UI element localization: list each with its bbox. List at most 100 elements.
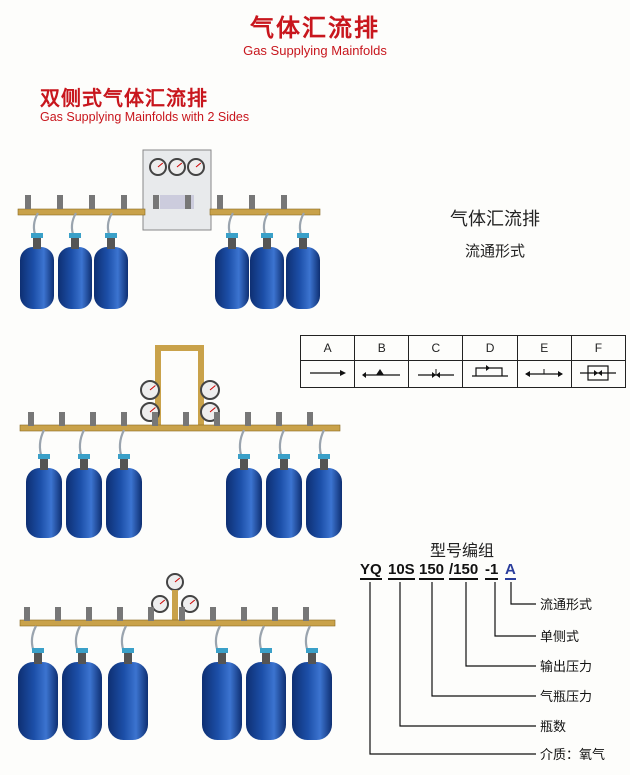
flex-hose [238, 429, 245, 459]
gauge-needle [149, 407, 156, 413]
valve-cap [216, 648, 228, 653]
manifold-valve [86, 607, 92, 621]
manifold-valve [307, 412, 313, 426]
valve-cap [226, 233, 238, 238]
gauge-needle [189, 599, 196, 605]
label-cylinder-pressure: 气瓶压力 [540, 690, 593, 705]
cylinder-valve [299, 237, 307, 249]
code-a: A [505, 561, 516, 580]
label-medium-oxygen: 介质：氧气 [540, 748, 606, 763]
valve-cap [278, 454, 290, 459]
cylinder-valve [263, 237, 271, 249]
gas-cylinder [62, 662, 102, 740]
flex-hose [78, 429, 85, 459]
cylinder-valve [80, 458, 88, 470]
manifold-valve [121, 195, 127, 209]
gauge-needle [174, 577, 181, 583]
cylinder-valve [218, 652, 226, 664]
valve-cap [31, 233, 43, 238]
valve-cap [238, 454, 250, 459]
flow-type-heading: 气体汇流排 [450, 209, 540, 230]
gas-cylinder [246, 662, 286, 740]
valve-cap [32, 648, 44, 653]
cylinder-valve [71, 237, 79, 249]
section-subtitle: Gas Supplying Mainfolds with 2 Sides [40, 110, 250, 124]
cylinder-valve [40, 458, 48, 470]
valve-cap [261, 233, 273, 238]
brass-riser-pipe [172, 590, 178, 620]
regulator-arrow-icon [361, 368, 400, 378]
manifold-valve [272, 607, 278, 621]
manifold-valve [152, 412, 158, 426]
gas-cylinder [286, 247, 320, 309]
brass-manifold-pipe [19, 424, 341, 432]
gas-cylinder [18, 662, 58, 740]
bidirectional-arrow-icon [525, 368, 564, 377]
gas-cylinder [292, 662, 332, 740]
page-title: 气体汇流排 [250, 14, 380, 42]
manifold-valve [25, 195, 31, 209]
valve-cap [118, 454, 130, 459]
valve-arrow-icon [417, 368, 454, 378]
valve-cap [260, 648, 272, 653]
manifold-valve [55, 607, 61, 621]
valve-cap [38, 454, 50, 459]
flex-hose [318, 429, 325, 459]
gas-cylinder [306, 468, 342, 538]
cylinder-valve [228, 237, 236, 249]
manifold-valve [185, 195, 191, 209]
flow-symbol-b [354, 360, 410, 388]
valve-cap [78, 454, 90, 459]
code-1: -1 [485, 561, 499, 580]
brass-manifold-pipe [19, 619, 336, 627]
label-cylinder-count: 瓶数 [540, 720, 567, 735]
label-single-side: 单侧式 [540, 630, 580, 645]
cylinder-valve [240, 458, 248, 470]
manifold-valve [249, 195, 255, 209]
section-title: 双侧式气体汇流排 [40, 86, 208, 110]
gas-cylinder [26, 468, 62, 538]
page-subtitle: Gas Supplying Mainfolds [243, 43, 387, 58]
gas-cylinder [58, 247, 92, 309]
manifold-photo-3 [18, 573, 336, 740]
manifold-valve [148, 607, 154, 621]
flow-type-table: A B C D E F [299, 335, 627, 388]
flow-col-e: E [516, 335, 572, 361]
valve-cap [122, 648, 134, 653]
manifold-valve [59, 412, 65, 426]
valve-cap [69, 233, 81, 238]
manifold-valve [90, 412, 96, 426]
code-slash-150: /150 [449, 561, 479, 580]
gauge-needle [209, 407, 216, 413]
manifold-photo-2 [19, 345, 342, 538]
cylinder-valve [320, 458, 328, 470]
straight-arrow-icon [309, 369, 346, 376]
bypass-arrow-icon [472, 364, 509, 377]
valve-cap [297, 233, 309, 238]
flow-col-a: A [299, 335, 356, 361]
label-output-pressure: 输出压力 [540, 660, 593, 675]
cylinder-valve [124, 652, 132, 664]
cylinder-valve [78, 652, 86, 664]
model-code-title: 型号编组 [430, 541, 495, 560]
manifold-valve [28, 412, 34, 426]
flex-hose [38, 429, 45, 459]
manifold-valve [183, 412, 189, 426]
cylinder-valve [120, 458, 128, 470]
flow-symbol-c [408, 360, 464, 388]
manifold-valve [179, 607, 185, 621]
manifold-photo-1 [17, 149, 321, 309]
cylinder-valve [34, 652, 42, 664]
manifold-valve [276, 412, 282, 426]
label-flow-type: 流通形式 [540, 598, 593, 613]
flow-col-b: B [354, 335, 410, 361]
brass-manifold-pipe [209, 208, 321, 216]
dual-valve-arrow-icon [580, 364, 617, 381]
flow-col-f: F [570, 335, 627, 361]
flow-symbol-e [516, 360, 572, 388]
manifold-valve [89, 195, 95, 209]
valve-cap [306, 648, 318, 653]
model-code-leader-lines [369, 582, 536, 755]
brass-manifold-pipe [17, 208, 146, 216]
gauge-needle [195, 162, 202, 168]
